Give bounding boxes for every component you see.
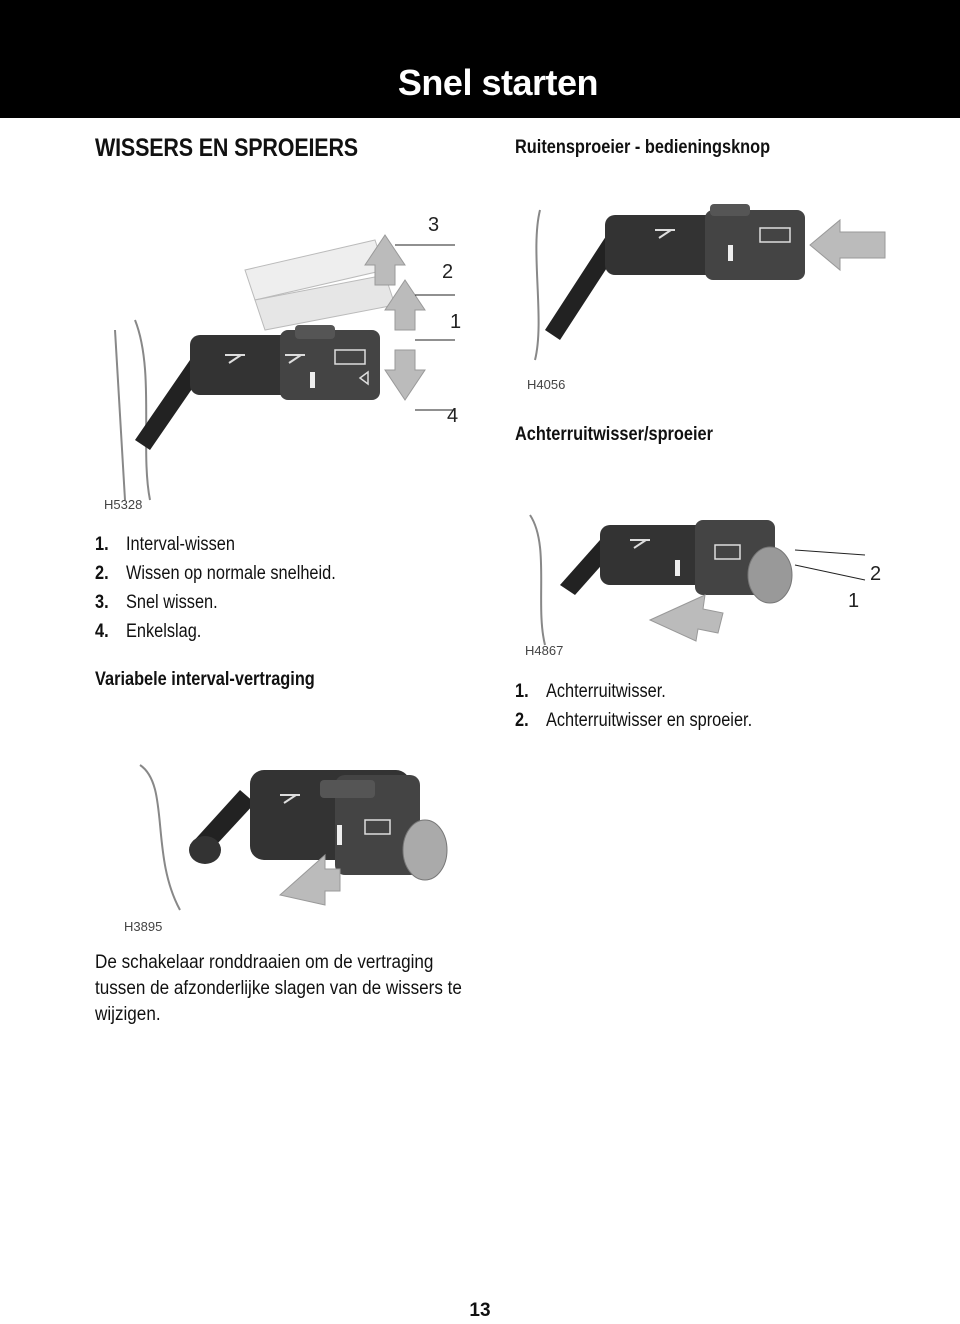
interval-delay-subheading: Variabele interval-vertraging bbox=[95, 669, 315, 690]
list-item: 3.Snel wissen. bbox=[95, 592, 218, 613]
up-arrow-icon bbox=[364, 234, 406, 286]
wiper-modes-list: 1.Interval-wissen 2.Wissen op normale sn… bbox=[95, 530, 375, 646]
interval-ring-illustration bbox=[139, 764, 448, 911]
header-bar: Snel starten bbox=[0, 0, 960, 118]
down-arrow-icon bbox=[384, 349, 426, 401]
callout-1: 1 bbox=[848, 590, 859, 612]
figure-caption-h4056: H4056 bbox=[527, 377, 566, 392]
body-paragraph: De schakelaar ronddraaien om de vertragi… bbox=[95, 952, 462, 1025]
washer-subheading: Ruitensproeier - bedieningsknop bbox=[515, 137, 771, 158]
callout-2: 2 bbox=[870, 563, 881, 585]
rear-wiper-illustration: 2 1 bbox=[529, 514, 881, 646]
figure-caption-h3895: H3895 bbox=[124, 919, 163, 934]
figure-caption-h5328: H5328 bbox=[104, 497, 143, 512]
rear-wiper-list: 1.Achterruitwisser. 2.Achterruitwisser e… bbox=[515, 677, 791, 735]
list-item: 2.Wissen op normale snelheid. bbox=[95, 563, 336, 584]
section-title: WISSERS EN SPROEIERS bbox=[95, 134, 358, 162]
wiper-stalk-illustration: 3 2 1 4 bbox=[114, 214, 461, 501]
list-item: 4.Enkelslag. bbox=[95, 621, 202, 642]
callout-2: 2 bbox=[442, 261, 453, 283]
figure-caption-h4867: H4867 bbox=[525, 643, 564, 658]
callout-1: 1 bbox=[450, 311, 461, 333]
callout-3: 3 bbox=[428, 214, 439, 236]
push-arrow-icon bbox=[278, 853, 341, 906]
push-arrow-icon bbox=[809, 218, 886, 272]
list-item: 1.Interval-wissen bbox=[95, 534, 235, 555]
up-arrow-icon bbox=[384, 279, 426, 331]
page-title: Snel starten bbox=[397, 62, 599, 103]
list-item: 1.Achterruitwisser. bbox=[515, 681, 666, 702]
push-arrow-icon bbox=[648, 594, 724, 642]
page-number: 13 bbox=[469, 1300, 491, 1321]
list-item: 2.Achterruitwisser en sproeier. bbox=[515, 710, 753, 731]
rear-wiper-subheading: Achterruitwisser/sproeier bbox=[515, 424, 713, 445]
washer-stalk-illustration bbox=[534, 204, 886, 361]
callout-4: 4 bbox=[447, 405, 458, 427]
